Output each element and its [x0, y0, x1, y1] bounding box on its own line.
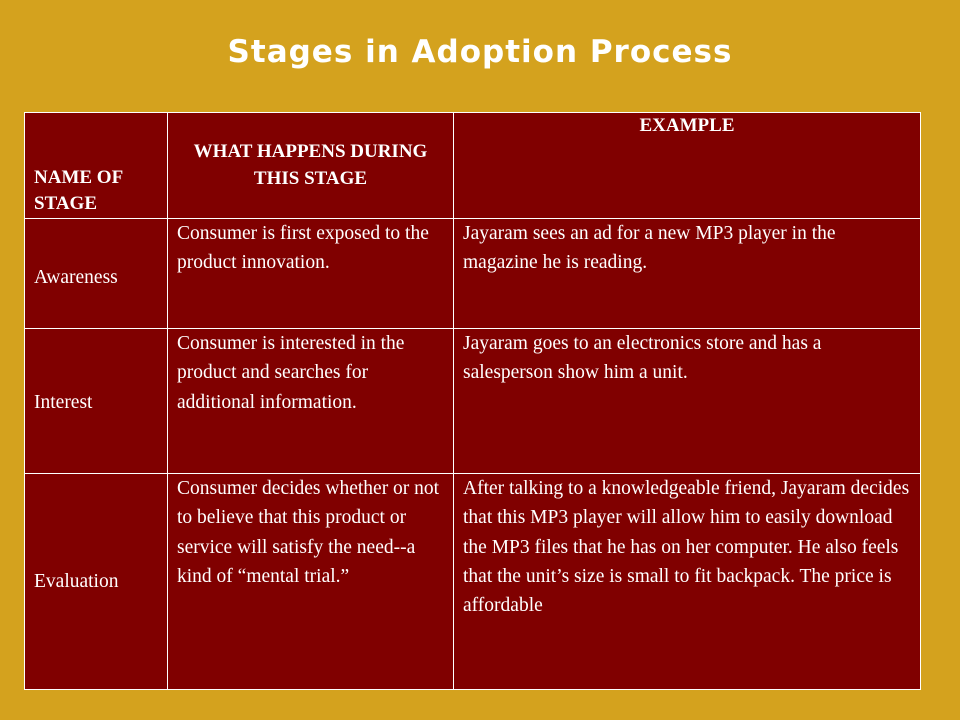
stage-example-cell: Jayaram goes to an electronics store and…: [453, 328, 921, 474]
stage-example-cell: Jayaram sees an ad for a new MP3 player …: [453, 218, 921, 329]
table-row: Awareness Consumer is first exposed to t…: [24, 218, 921, 329]
stage-description-cell: Consumer is interested in the product an…: [167, 328, 454, 474]
stage-name-cell: Interest: [24, 328, 168, 474]
stage-example-cell: After talking to a knowledgeable friend,…: [453, 473, 921, 690]
stage-name-cell: Awareness: [24, 218, 168, 329]
slide-title: Stages in Adoption Process: [227, 34, 733, 70]
header-what-happens: WHAT HAPPENS DURING THIS STAGE: [167, 112, 454, 219]
adoption-stages-table: NAME OF STAGE WHAT HAPPENS DURING THIS S…: [24, 112, 921, 690]
table-row: Evaluation Consumer decides whether or n…: [24, 473, 921, 690]
table-header-row: NAME OF STAGE WHAT HAPPENS DURING THIS S…: [24, 112, 921, 219]
header-stage-name: NAME OF STAGE: [24, 112, 168, 219]
header-example: EXAMPLE: [453, 112, 921, 219]
table-row: Interest Consumer is interested in the p…: [24, 328, 921, 474]
stage-description-cell: Consumer decides whether or not to belie…: [167, 473, 454, 690]
stage-name-cell: Evaluation: [24, 473, 168, 690]
stage-description-cell: Consumer is first exposed to the product…: [167, 218, 454, 329]
